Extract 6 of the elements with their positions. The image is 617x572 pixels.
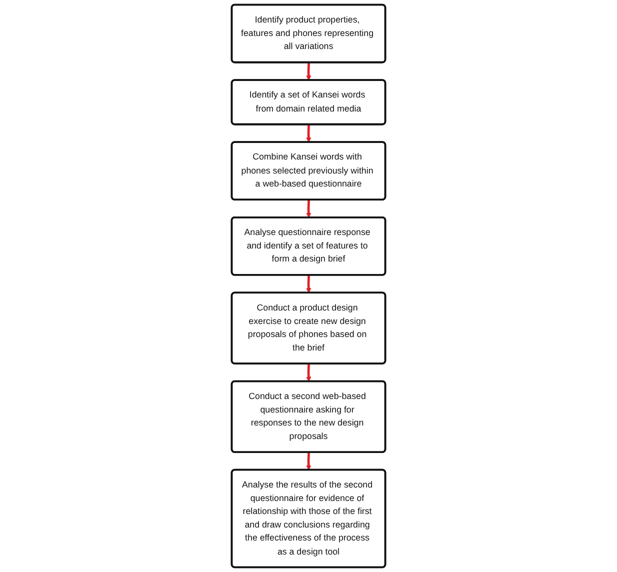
arrow — [306, 62, 312, 81]
arrow — [306, 200, 312, 218]
arrow — [306, 275, 312, 294]
arrow — [306, 452, 312, 470]
arrow — [306, 364, 312, 382]
arrow — [306, 124, 312, 143]
